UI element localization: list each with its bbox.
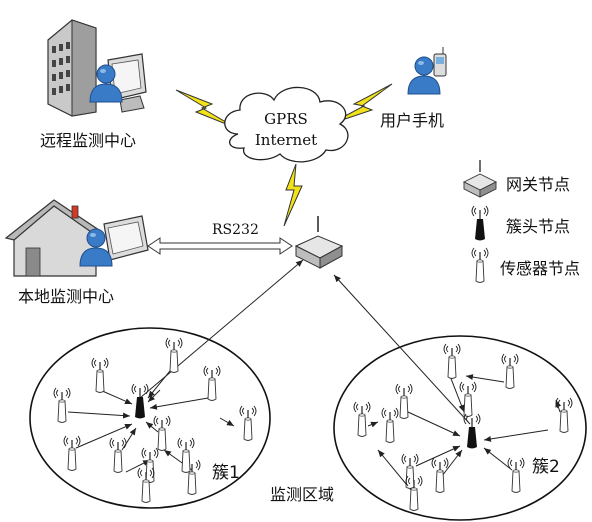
user-phone-label: 用户手机 [380,111,444,130]
cluster-head-node [131,383,149,420]
legend-sensor-icon [471,247,489,284]
legend-cluster-head-label: 簇头节点 [506,217,570,236]
sensor-node [501,353,519,390]
cloud-icon [224,86,349,163]
cloud-label-gprs: GPRS [264,110,308,128]
rs232-label: RS232 [212,222,259,238]
sensor-node [401,453,419,490]
sensor-node [203,365,221,402]
sensor-node [109,437,127,474]
sensor-node [405,475,423,512]
sensor-node [165,337,183,374]
sensor-node [153,415,171,452]
legend-cluster-head-icon [471,205,489,242]
sensor-node [431,457,449,494]
remote-center-icon [47,19,147,117]
remote-center-label: 远程监测中心 [40,131,136,150]
rs232-double-arrow [147,237,293,255]
legend-gateway-icon [462,160,498,198]
cluster2-sensors [353,343,573,512]
monitor-area-label: 监测区域 [270,485,334,504]
legend: 网关节点 簇头节点 传感器节点 [462,160,580,284]
sensor-node [507,457,525,494]
cluster1-boundary [29,327,271,509]
local-center-label: 本地监测中心 [18,287,114,306]
cluster1-label: 簇1 [212,463,240,483]
cluster2-label: 簇2 [532,457,560,477]
local-center-icon [4,199,149,277]
sensor-node [555,397,573,434]
sensor-node [459,381,477,418]
user-phone-icon [407,47,447,95]
sensor-node [137,467,155,504]
sensor-node [353,401,371,438]
sensor-node [91,357,109,394]
uplink-cluster2 [333,274,471,425]
sensor-node [141,447,159,484]
legend-sensor-label: 传感器节点 [500,259,580,278]
sensor-node [443,343,461,380]
sensor-node [63,435,81,472]
gateway-router-icon [294,216,344,269]
cluster-head-node [463,413,481,450]
cluster2-links [367,374,562,497]
sensor-node [381,407,399,444]
cloud-label-internet: Internet [255,131,317,149]
cluster1-links [67,365,235,473]
sensor-node [239,405,257,442]
legend-gateway-label: 网关节点 [506,175,570,194]
sensor-node [53,387,71,424]
cluster2-boundary [333,335,587,521]
